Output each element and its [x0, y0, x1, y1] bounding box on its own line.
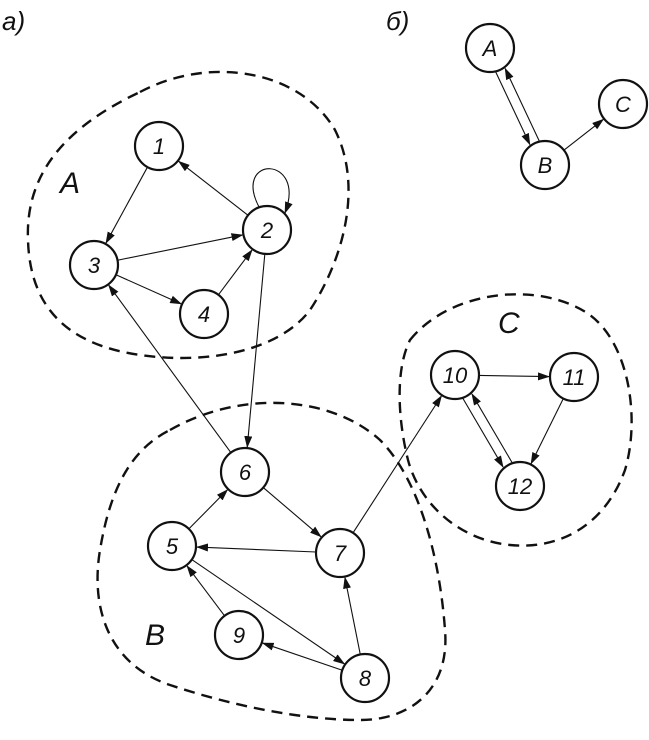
node-circle-n1: [133, 120, 185, 172]
edge-cA-cB: [495, 71, 531, 146]
node-n6: 6: [219, 446, 271, 498]
cluster-a-label: A: [58, 167, 80, 200]
edge-n9-n5: [186, 565, 226, 617]
edge-n6-n7: [262, 487, 322, 538]
node-n12: 12: [494, 460, 546, 512]
edge-n11-n12: [530, 398, 564, 465]
node-circle-cC: [597, 78, 649, 130]
edge-n2-n1: [177, 160, 249, 216]
node-label-cC: C: [615, 92, 631, 117]
node-label-n4: 4: [198, 302, 210, 327]
node-label-n1: 1: [153, 134, 165, 159]
node-n1: 1: [133, 120, 185, 172]
edge-n8-n9: [261, 642, 343, 671]
node-n8: 8: [339, 652, 391, 704]
node-label-n7: 7: [334, 541, 347, 566]
node-circle-n5: [146, 520, 198, 572]
edge-n4-n2: [217, 249, 253, 296]
edge-n7-n10: [352, 395, 442, 534]
node-n7: 7: [314, 527, 366, 579]
node-circle-n11: [548, 351, 600, 403]
node-circle-n6: [219, 446, 271, 498]
node-label-cB: B: [538, 153, 553, 178]
node-circle-n2: [241, 204, 293, 256]
node-n11: 11: [548, 351, 600, 403]
panel-label-a: а): [2, 6, 25, 36]
edge-n2-self-loop: [252, 168, 293, 214]
edge-n3-n2: [117, 233, 244, 261]
node-circle-n8: [339, 652, 391, 704]
node-cC: C: [597, 78, 649, 130]
panel-label-b: б): [386, 6, 409, 36]
node-label-n3: 3: [88, 253, 101, 278]
node-circle-cB: [519, 139, 571, 191]
node-cA: A: [464, 22, 516, 74]
node-n9: 9: [213, 609, 265, 661]
edges-layer: [105, 67, 605, 671]
node-n4: 4: [178, 288, 230, 340]
node-circle-n4: [178, 288, 230, 340]
node-n3: 3: [68, 239, 120, 291]
node-label-n11: 11: [563, 365, 586, 390]
node-label-n6: 6: [239, 460, 252, 485]
node-n5: 5: [146, 520, 198, 572]
node-n2: 2: [241, 204, 293, 256]
edge-n6-n3: [108, 284, 232, 453]
node-circle-n3: [68, 239, 120, 291]
node-label-n12: 12: [508, 474, 532, 499]
node-circle-n12: [494, 460, 546, 512]
node-label-cA: A: [481, 36, 498, 61]
edge-n8-n7: [343, 576, 361, 655]
edge-cB-cA: [504, 67, 540, 142]
node-label-n2: 2: [260, 218, 273, 243]
edge-n3-n4: [115, 274, 183, 305]
node-label-n8: 8: [359, 666, 372, 691]
node-circle-n7: [314, 527, 366, 579]
cluster-a-outline: [26, 70, 350, 360]
node-label-n5: 5: [166, 534, 179, 559]
node-circle-cA: [464, 22, 516, 74]
edge-n2-n6: [244, 253, 266, 449]
node-circle-n10: [429, 349, 481, 401]
cluster-b-outline: [96, 401, 447, 722]
node-circle-n9: [213, 609, 265, 661]
edge-n10-n11: [478, 372, 551, 381]
cluster-c-label: C: [498, 307, 520, 340]
cluster-b-label: B: [145, 619, 165, 652]
edge-n1-n3: [105, 166, 148, 244]
node-cB: B: [519, 139, 571, 191]
node-n10: 10: [429, 349, 481, 401]
edge-cB-cC: [563, 118, 605, 151]
edge-n12-n10: [471, 393, 513, 464]
edge-n7-n5: [195, 543, 317, 553]
node-label-n9: 9: [233, 623, 245, 648]
edge-n5-n6: [188, 489, 229, 530]
cluster-c-outline: [398, 293, 633, 547]
edge-n10-n12: [462, 397, 504, 468]
edge-n5-n8: [191, 559, 346, 665]
node-label-n10: 10: [443, 363, 468, 388]
